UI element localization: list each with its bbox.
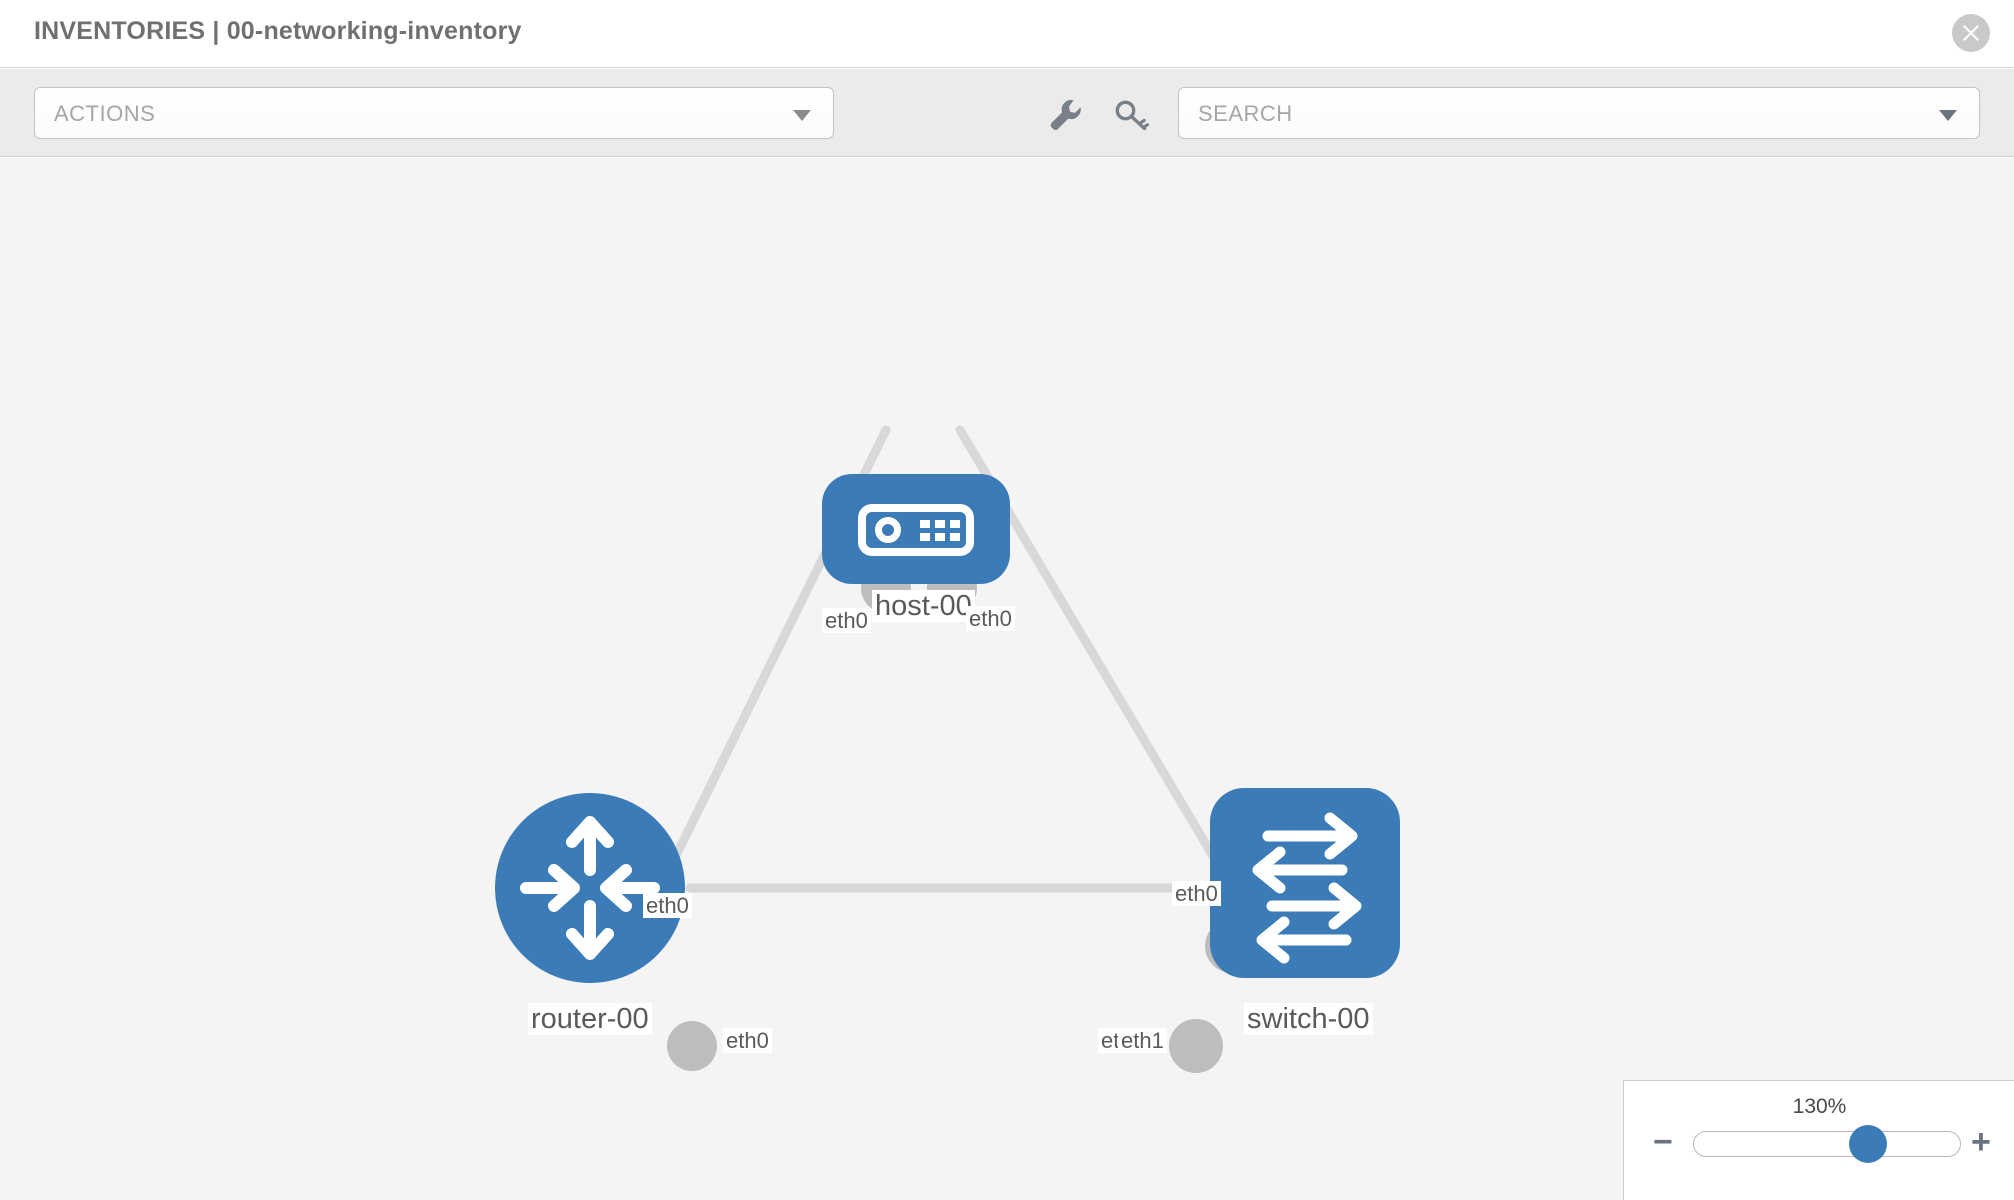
switch-arrows-icon [1252,812,1362,964]
node-label-host-00: host-00 [872,590,975,623]
chevron-down-icon [793,110,811,121]
zoom-in-button[interactable]: + [1971,1123,1991,1161]
page-header: INVENTORIES | 00-networking-inventory [0,0,2014,68]
connector-switch00-west [1169,1019,1223,1073]
zoom-out-button[interactable]: − [1653,1123,1673,1161]
edge-label-router00-eth0-north: eth0 [643,893,692,919]
zoom-control-panel: 130% − + [1623,1080,2014,1200]
zoom-slider-handle[interactable] [1849,1125,1887,1163]
key-icon[interactable] [1113,97,1151,133]
zoom-slider-track[interactable] [1693,1131,1961,1157]
node-router-00[interactable] [495,793,685,983]
actions-dropdown-label: ACTIONS [54,101,156,126]
router-arrows-icon [520,816,660,960]
edge-label-router00-eth0-east: eth0 [723,1028,772,1054]
chevron-down-icon[interactable] [1939,110,1957,121]
topology-graph [495,425,1400,1073]
edge-label-host00-eth0-right: eth0 [966,606,1015,632]
zoom-level-label: 130% [1792,1095,1847,1118]
close-icon[interactable] [1952,14,1990,52]
server-icon [858,504,974,556]
node-host-00[interactable] [822,474,1010,584]
edge-label-switch00-eth1-west: eth1 [1118,1028,1167,1054]
node-label-switch-00: switch-00 [1244,1003,1373,1036]
edge-label-switch00-eth0-north: eth0 [1172,881,1221,907]
wrench-icon[interactable] [1047,97,1085,133]
node-switch-00[interactable] [1210,788,1400,978]
search-input[interactable]: SEARCH [1178,87,1980,139]
page-title: INVENTORIES | 00-networking-inventory [34,17,522,45]
connector-group [667,563,1259,1073]
search-placeholder: SEARCH [1198,101,1293,126]
connector-router00-east [667,1021,717,1071]
toolbar: ACTIONS SEARCH [0,69,2014,157]
actions-dropdown[interactable]: ACTIONS [34,87,834,139]
topology-canvas[interactable]: host-00 router-00 switch-00 eth0 eth0 et… [0,158,2014,1200]
node-label-router-00: router-00 [528,1003,652,1036]
edge-label-host00-eth0-left: eth0 [822,608,871,634]
